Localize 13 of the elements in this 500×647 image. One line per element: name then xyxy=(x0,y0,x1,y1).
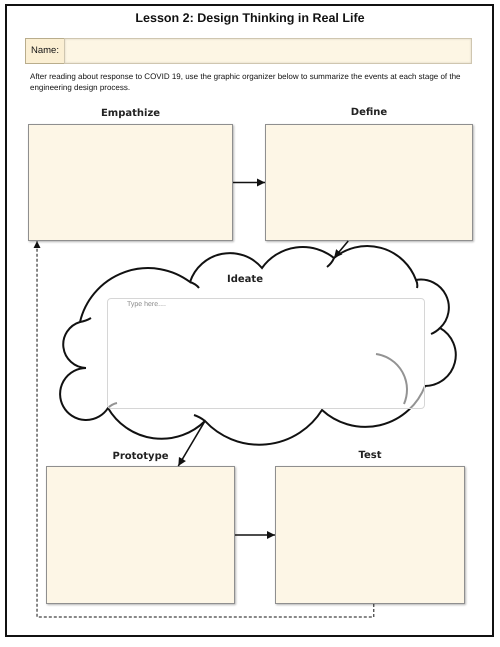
stage-heading: Define xyxy=(350,106,388,120)
arrow xyxy=(178,420,206,466)
arrow xyxy=(235,530,275,540)
worksheet-title: Lesson 2: Design Thinking in Real Life xyxy=(135,10,365,26)
arrow xyxy=(333,240,349,259)
dashed-arrow xyxy=(34,240,374,618)
arrow xyxy=(233,178,265,187)
stage-heading: Test xyxy=(358,449,382,463)
field-label: Name: xyxy=(25,38,64,64)
instruction-text: After reading about response to COVID 19, use the graphic organizer below to summarize the events at each stage of the engineering design process. xyxy=(30,71,462,93)
stage-heading: Prototype xyxy=(112,450,169,464)
stage-heading: Empathize xyxy=(100,107,160,121)
stage-heading: Ideate xyxy=(227,274,263,285)
